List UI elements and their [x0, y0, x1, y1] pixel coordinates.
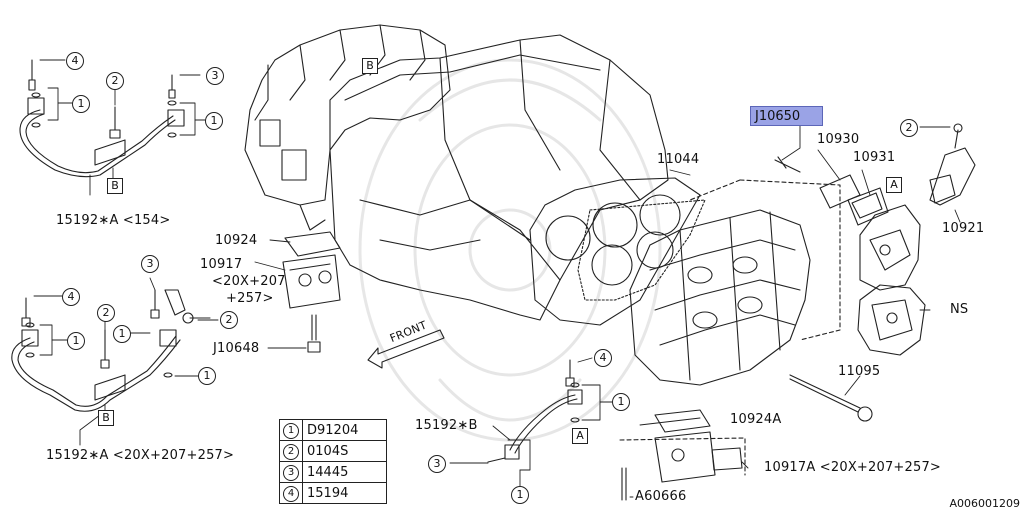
view-ref-a: A: [572, 428, 588, 444]
callout-legend-table: 1 D91204 2 0104S 3 14445 4 15194: [279, 419, 387, 504]
part-10924-label[interactable]: 10924: [215, 233, 258, 248]
cylinder-head: [629, 179, 841, 386]
legend-number: 3: [283, 464, 299, 481]
front-arrow: [367, 329, 445, 369]
callout-1: 1: [67, 332, 85, 350]
part-10921-label[interactable]: 10921: [942, 221, 985, 236]
part-10917-note-1: <20X+207: [212, 274, 286, 289]
callout-4: 4: [594, 349, 612, 367]
callout-1: 1: [612, 393, 630, 411]
intake-manifold: [244, 24, 451, 231]
legend-part-number[interactable]: 14445: [302, 461, 387, 483]
part-15192b-label[interactable]: 15192∗B: [415, 418, 478, 433]
legend-number: 2: [283, 443, 299, 460]
part-10917-note-2: +257>: [226, 291, 274, 306]
oil-pipe-center: [487, 359, 583, 463]
callout-1: 1: [198, 367, 216, 385]
engine-block: [329, 34, 669, 321]
callout-1: 1: [113, 325, 131, 343]
part-15192a-20x-label[interactable]: 15192∗A <20X+207+257>: [46, 448, 235, 463]
part-10924a-label[interactable]: 10924A: [730, 412, 782, 427]
oil-pipe-top: [19, 59, 185, 178]
legend-row: 4 15194: [279, 482, 387, 504]
callout-4: 4: [66, 52, 84, 70]
view-ref-b: B: [98, 410, 114, 426]
legend-part-number[interactable]: D91204: [302, 419, 387, 441]
view-ref-a: A: [886, 177, 902, 193]
legend-part-number[interactable]: 0104S: [302, 440, 387, 462]
callout-2: 2: [97, 304, 115, 322]
callout-2: 2: [106, 72, 124, 90]
diagram-code: A006001209: [949, 497, 1020, 510]
leader-lines: [33, 59, 961, 498]
part-15192a-154-label[interactable]: 15192∗A <154>: [56, 213, 171, 228]
oil-control-solenoid: [929, 123, 976, 206]
callout-1: 1: [511, 486, 529, 504]
cover-plate: [774, 156, 889, 226]
view-ref-b: B: [362, 58, 378, 74]
legend-number: 1: [283, 422, 299, 439]
cam-cover: [857, 204, 926, 356]
solenoid-left: [282, 231, 341, 353]
part-j10648-label[interactable]: J10648: [213, 341, 260, 356]
callout-1: 1: [205, 112, 223, 130]
watermark-logo: [358, 58, 662, 442]
part-10917a-label[interactable]: 10917A <20X+207+257>: [764, 460, 942, 475]
callout-3: 3: [428, 455, 446, 473]
callout-3: 3: [206, 67, 224, 85]
head-gasket: [529, 177, 706, 326]
legend-part-number[interactable]: 15194: [302, 482, 387, 504]
view-ref-b: B: [107, 178, 123, 194]
part-10930-label[interactable]: 10930: [817, 132, 860, 147]
legend-number: 4: [283, 485, 299, 502]
highlighted-part-number[interactable]: J10650: [750, 106, 823, 126]
callout-4: 4: [62, 288, 80, 306]
callout-1: 1: [72, 95, 90, 113]
legend-row: 2 0104S: [279, 440, 387, 462]
callout-2: 2: [220, 311, 238, 329]
legend-row: 3 14445: [279, 461, 387, 483]
solenoid-bottom: [619, 409, 746, 501]
part-10931-label[interactable]: 10931: [853, 150, 896, 165]
part-11044-label[interactable]: 11044: [657, 152, 700, 167]
part-11095-label[interactable]: 11095: [838, 364, 881, 379]
callout-3: 3: [141, 255, 159, 273]
part-ns-label[interactable]: NS: [950, 302, 969, 317]
part-a60666-label[interactable]: A60666: [635, 489, 687, 504]
oil-pipe-bottom: [11, 289, 211, 412]
part-10917-label[interactable]: 10917: [200, 257, 243, 272]
head-bolt: [789, 374, 873, 422]
legend-row: 1 D91204: [279, 419, 387, 441]
callout-2: 2: [900, 119, 918, 137]
